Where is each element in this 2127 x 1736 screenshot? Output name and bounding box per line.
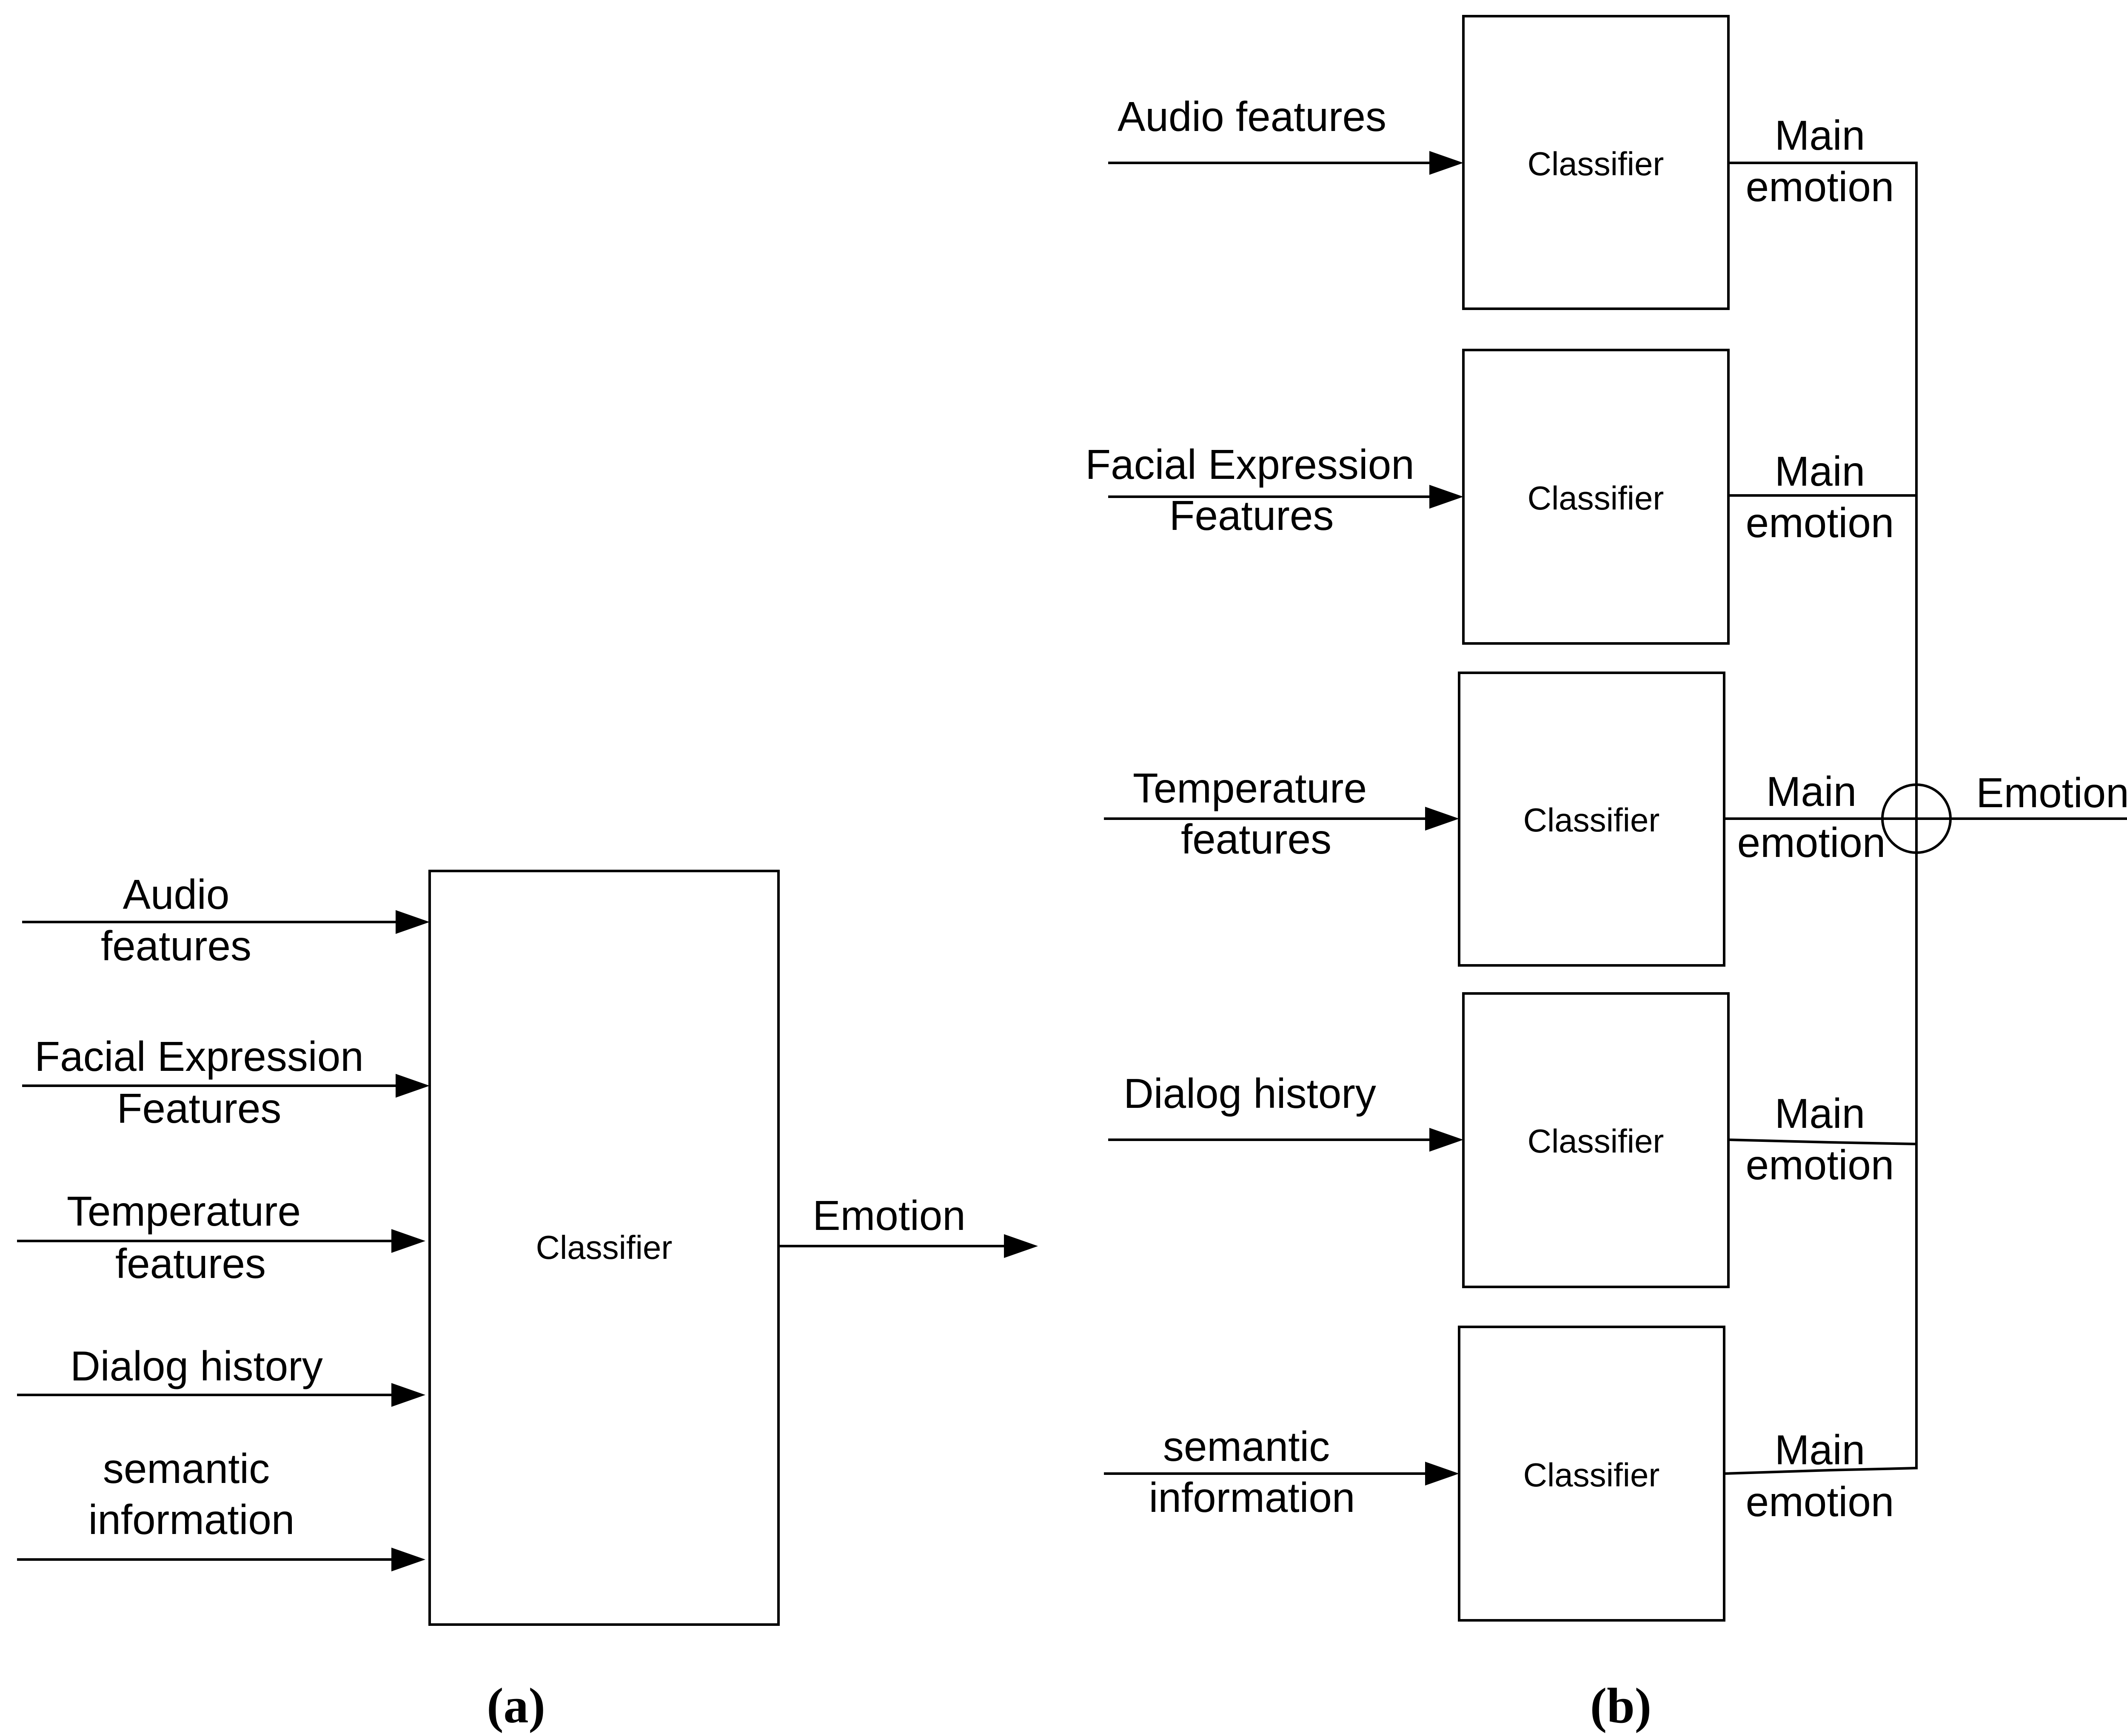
panel-a-label-semantic-line1: semantic: [103, 1445, 270, 1492]
panel-b-caption: (b): [1590, 1678, 1651, 1733]
panel-b-input-dialog: Dialog history: [1108, 1070, 1463, 1152]
panel-a-label-facial-line2: Features: [117, 1085, 282, 1132]
panel-b-arrowhead-dialog: [1429, 1128, 1463, 1152]
panel-b-label-semantic-line1: semantic: [1163, 1423, 1330, 1470]
panel-a-label-dialog: Dialog history: [70, 1343, 323, 1389]
panel-a-input-semantic: semantic information: [17, 1445, 425, 1571]
panel-a-output-label: Emotion: [813, 1192, 966, 1239]
panel-b-branch-3: Main emotion: [1724, 768, 1889, 866]
panel-b-input-facial: Facial Expression Features: [1085, 441, 1463, 539]
panel-b-label-facial-line1: Facial Expression: [1085, 441, 1414, 488]
panel-b-branch-label-2-line1: Main: [1775, 448, 1865, 495]
panel-a-label-temperature-line2: features: [115, 1240, 266, 1287]
panel-b-combine-icon: [1881, 783, 1952, 854]
panel-b-classifier-label-2: Classifier: [1528, 479, 1664, 517]
panel-b-branch-4: Main emotion: [1728, 1090, 1917, 1188]
panel-b-classifier-label-5: Classifier: [1523, 1456, 1660, 1494]
panel-b-arrowhead-audio: [1429, 151, 1463, 175]
panel-b-output: Emotion: [1950, 769, 2127, 820]
panel-b-label-audio: Audio features: [1118, 93, 1386, 140]
panel-a-output: Emotion: [778, 1192, 1038, 1258]
panel-b-branch-label-4-line2: emotion: [1746, 1141, 1894, 1188]
panel-b-label-facial-line2: Features: [1169, 492, 1334, 539]
panel-a-input-temperature: Temperature features: [17, 1188, 425, 1287]
panel-b-label-temperature-line2: features: [1181, 816, 1332, 862]
panel-b-input-semantic: semantic information: [1104, 1423, 1459, 1521]
panel-b-branch-label-1-line1: Main: [1775, 112, 1865, 159]
panel-b-branch-label-5-line1: Main: [1775, 1426, 1865, 1473]
panel-a-arrowhead-dialog: [391, 1383, 425, 1407]
panel-b: Classifier Classifier Classifier Classif…: [1085, 15, 2127, 1733]
panel-b-output-label: Emotion: [1976, 769, 2127, 816]
panel-a-arrowhead-temperature: [391, 1229, 425, 1253]
panel-a-arrowhead-facial: [396, 1074, 430, 1098]
panel-a-classifier-box: [428, 870, 780, 1626]
panel-a-label-audio-line1: Audio: [123, 871, 230, 918]
panel-b-classifier-box-5: [1458, 1326, 1725, 1622]
panel-b-label-dialog: Dialog history: [1123, 1070, 1376, 1117]
panel-a-arrowhead-audio: [396, 910, 430, 934]
panel-b-branch-label-4-line1: Main: [1775, 1090, 1865, 1137]
panel-b-branch-5: Main emotion: [1724, 1426, 1917, 1525]
panel-b-arrowhead-temperature: [1425, 807, 1459, 831]
panel-b-classifier-box-4: [1462, 992, 1730, 1288]
panel-a-label-facial-line1: Facial Expression: [34, 1033, 363, 1080]
panel-b-classifier-label-3: Classifier: [1523, 801, 1660, 839]
panel-a-input-facial: Facial Expression Features: [22, 1033, 430, 1132]
panel-b-branch-2: Main emotion: [1728, 448, 1916, 546]
panel-a-input-dialog: Dialog history: [17, 1343, 425, 1407]
panel-b-branch-label-1-line2: emotion: [1746, 163, 1894, 210]
panel-b-classifier-label-4: Classifier: [1528, 1122, 1664, 1160]
panel-a-caption: (a): [487, 1678, 545, 1733]
panel-b-label-semantic-line2: information: [1149, 1474, 1355, 1521]
panel-a-label-temperature-line1: Temperature: [67, 1188, 301, 1235]
panel-b-classifier-label-1: Classifier: [1528, 145, 1664, 182]
panel-a-arrowhead-semantic: [391, 1548, 425, 1571]
panel-b-classifier-box-2: [1462, 349, 1730, 645]
panel-a-input-audio: Audio features: [22, 871, 430, 969]
panel-b-arrowhead-facial: [1429, 485, 1463, 509]
panel-b-branch-label-2-line2: emotion: [1746, 499, 1894, 546]
panel-a-label-semantic-line2: information: [88, 1496, 295, 1543]
panel-a-classifier-label: Classifier: [536, 1229, 673, 1266]
panel-b-branch-1: Main emotion: [1728, 112, 1916, 210]
panel-b-branch-label-5-line2: emotion: [1746, 1478, 1894, 1525]
panel-b-arrowhead-semantic: [1425, 1462, 1459, 1486]
panel-b-branch-label-3-line1: Main: [1766, 768, 1856, 815]
panel-a: Classifier Audio features Facial Express…: [17, 870, 1038, 1733]
panel-a-arrowhead-output: [1004, 1234, 1038, 1258]
panel-b-branch-line-5: [1724, 1467, 1917, 1475]
panel-b-classifier-box-3: [1458, 672, 1725, 967]
panel-a-label-audio-line2: features: [101, 922, 251, 969]
panel-b-branch-line-4: [1728, 1138, 1917, 1145]
panel-b-input-audio: Audio features: [1108, 93, 1463, 175]
panel-b-branch-label-3-line2: emotion: [1737, 819, 1886, 866]
panel-b-label-temperature-line1: Temperature: [1133, 765, 1367, 811]
panel-b-input-temperature: Temperature features: [1104, 765, 1459, 862]
